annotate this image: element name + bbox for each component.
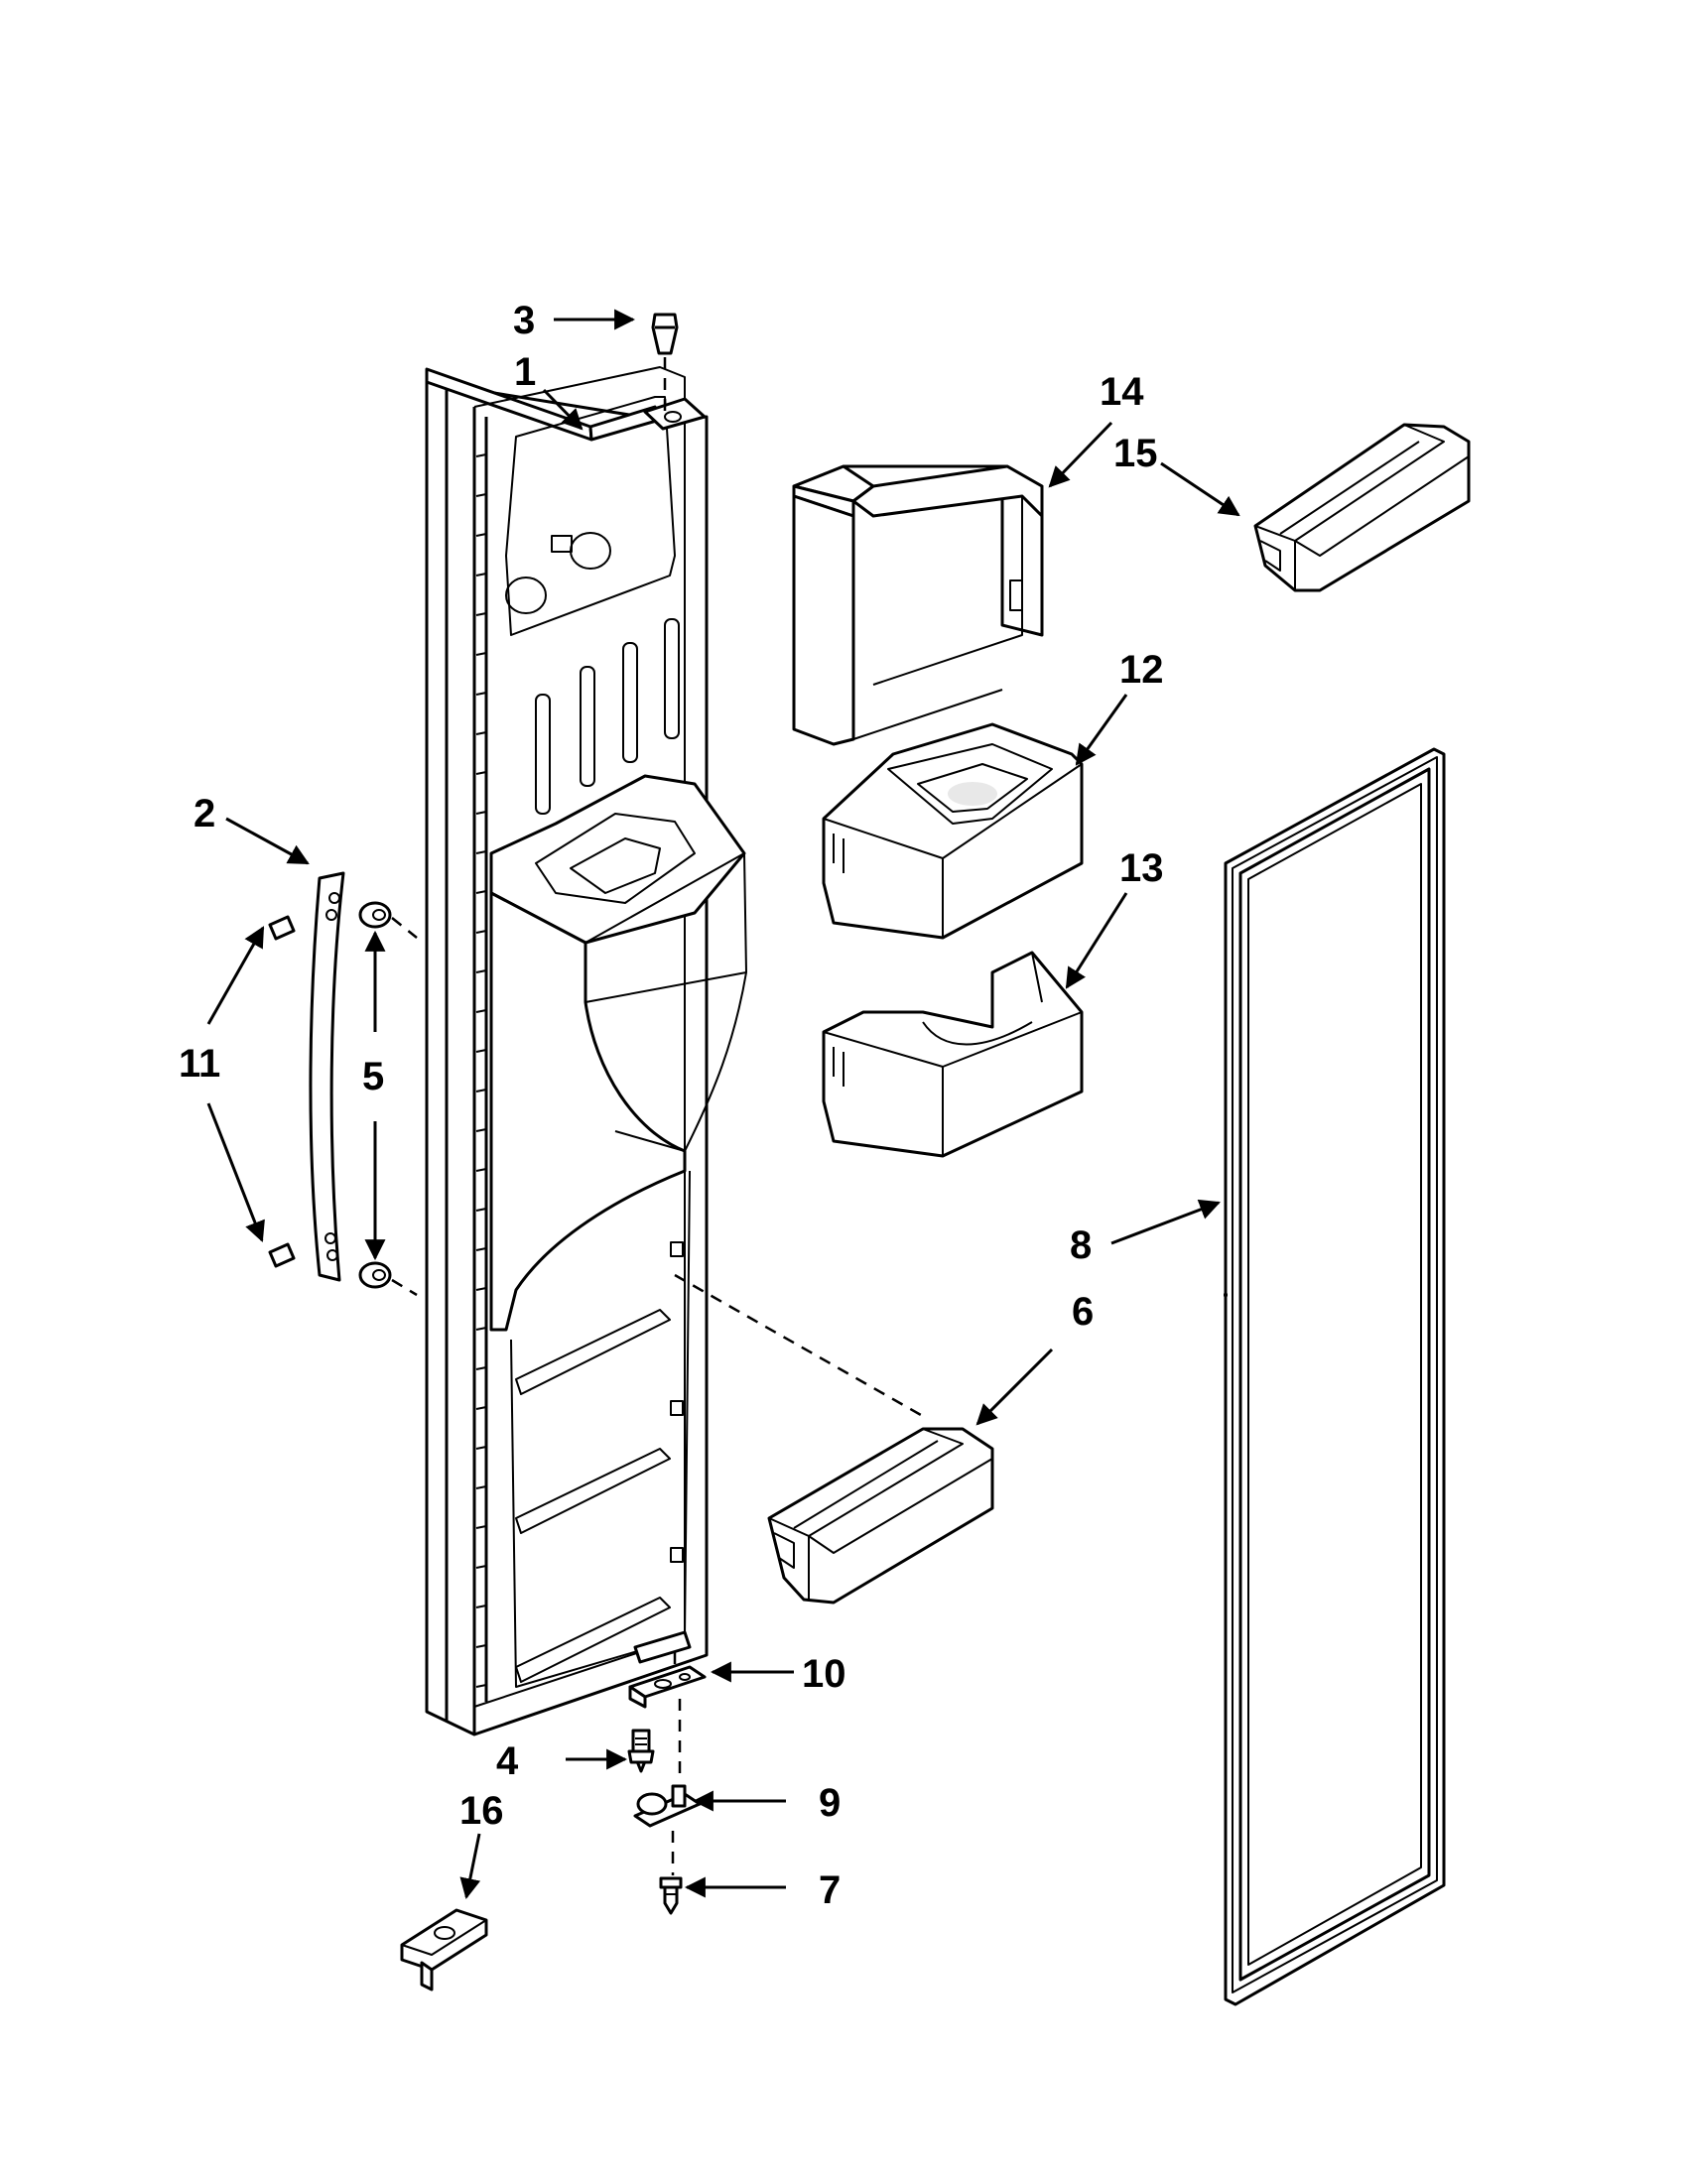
callout-1: 1 <box>514 350 536 394</box>
callout-10: 10 <box>802 1652 846 1696</box>
part-8-gasket <box>1224 747 1446 2006</box>
part-12-ice-chute <box>822 722 1084 940</box>
callout-15: 15 <box>1113 432 1158 475</box>
callout-11: 11 <box>179 1042 220 1086</box>
callout-4: 4 <box>496 1739 519 1783</box>
part-15-door-bin <box>1253 423 1471 592</box>
callout-16: 16 <box>459 1789 504 1833</box>
callout-5: 5 <box>362 1055 384 1098</box>
part-1-door <box>425 366 747 1736</box>
part-5-spacers <box>358 901 418 1297</box>
callout-13: 13 <box>1119 846 1164 890</box>
callout-2: 2 <box>194 792 215 835</box>
part-9-hinge <box>633 1784 702 1875</box>
part-10-hinge-bracket <box>628 1652 707 1776</box>
callout-8: 8 <box>1070 1223 1092 1267</box>
part-16-hinge-cover <box>400 1908 488 1991</box>
callout-14: 14 <box>1100 370 1144 414</box>
part-14-dispenser-cover <box>792 464 1044 746</box>
leader-lines <box>206 309 1240 1900</box>
part-13-tray <box>822 951 1084 1158</box>
part-11-set-screws <box>268 915 296 1268</box>
part-4-screw <box>627 1729 655 1773</box>
part-3-hinge-pin <box>651 313 679 417</box>
callout-labels: 3 1 14 15 12 13 2 11 5 8 6 10 4 9 16 7 <box>179 299 1164 1912</box>
callout-7: 7 <box>819 1868 841 1912</box>
part-2-handle <box>309 871 345 1282</box>
callout-3: 3 <box>513 299 535 342</box>
part-7-screw <box>659 1876 683 1915</box>
callout-9: 9 <box>819 1781 841 1825</box>
part-6-door-bin <box>674 1273 994 1605</box>
callout-12: 12 <box>1119 648 1164 692</box>
callout-6: 6 <box>1072 1290 1094 1334</box>
